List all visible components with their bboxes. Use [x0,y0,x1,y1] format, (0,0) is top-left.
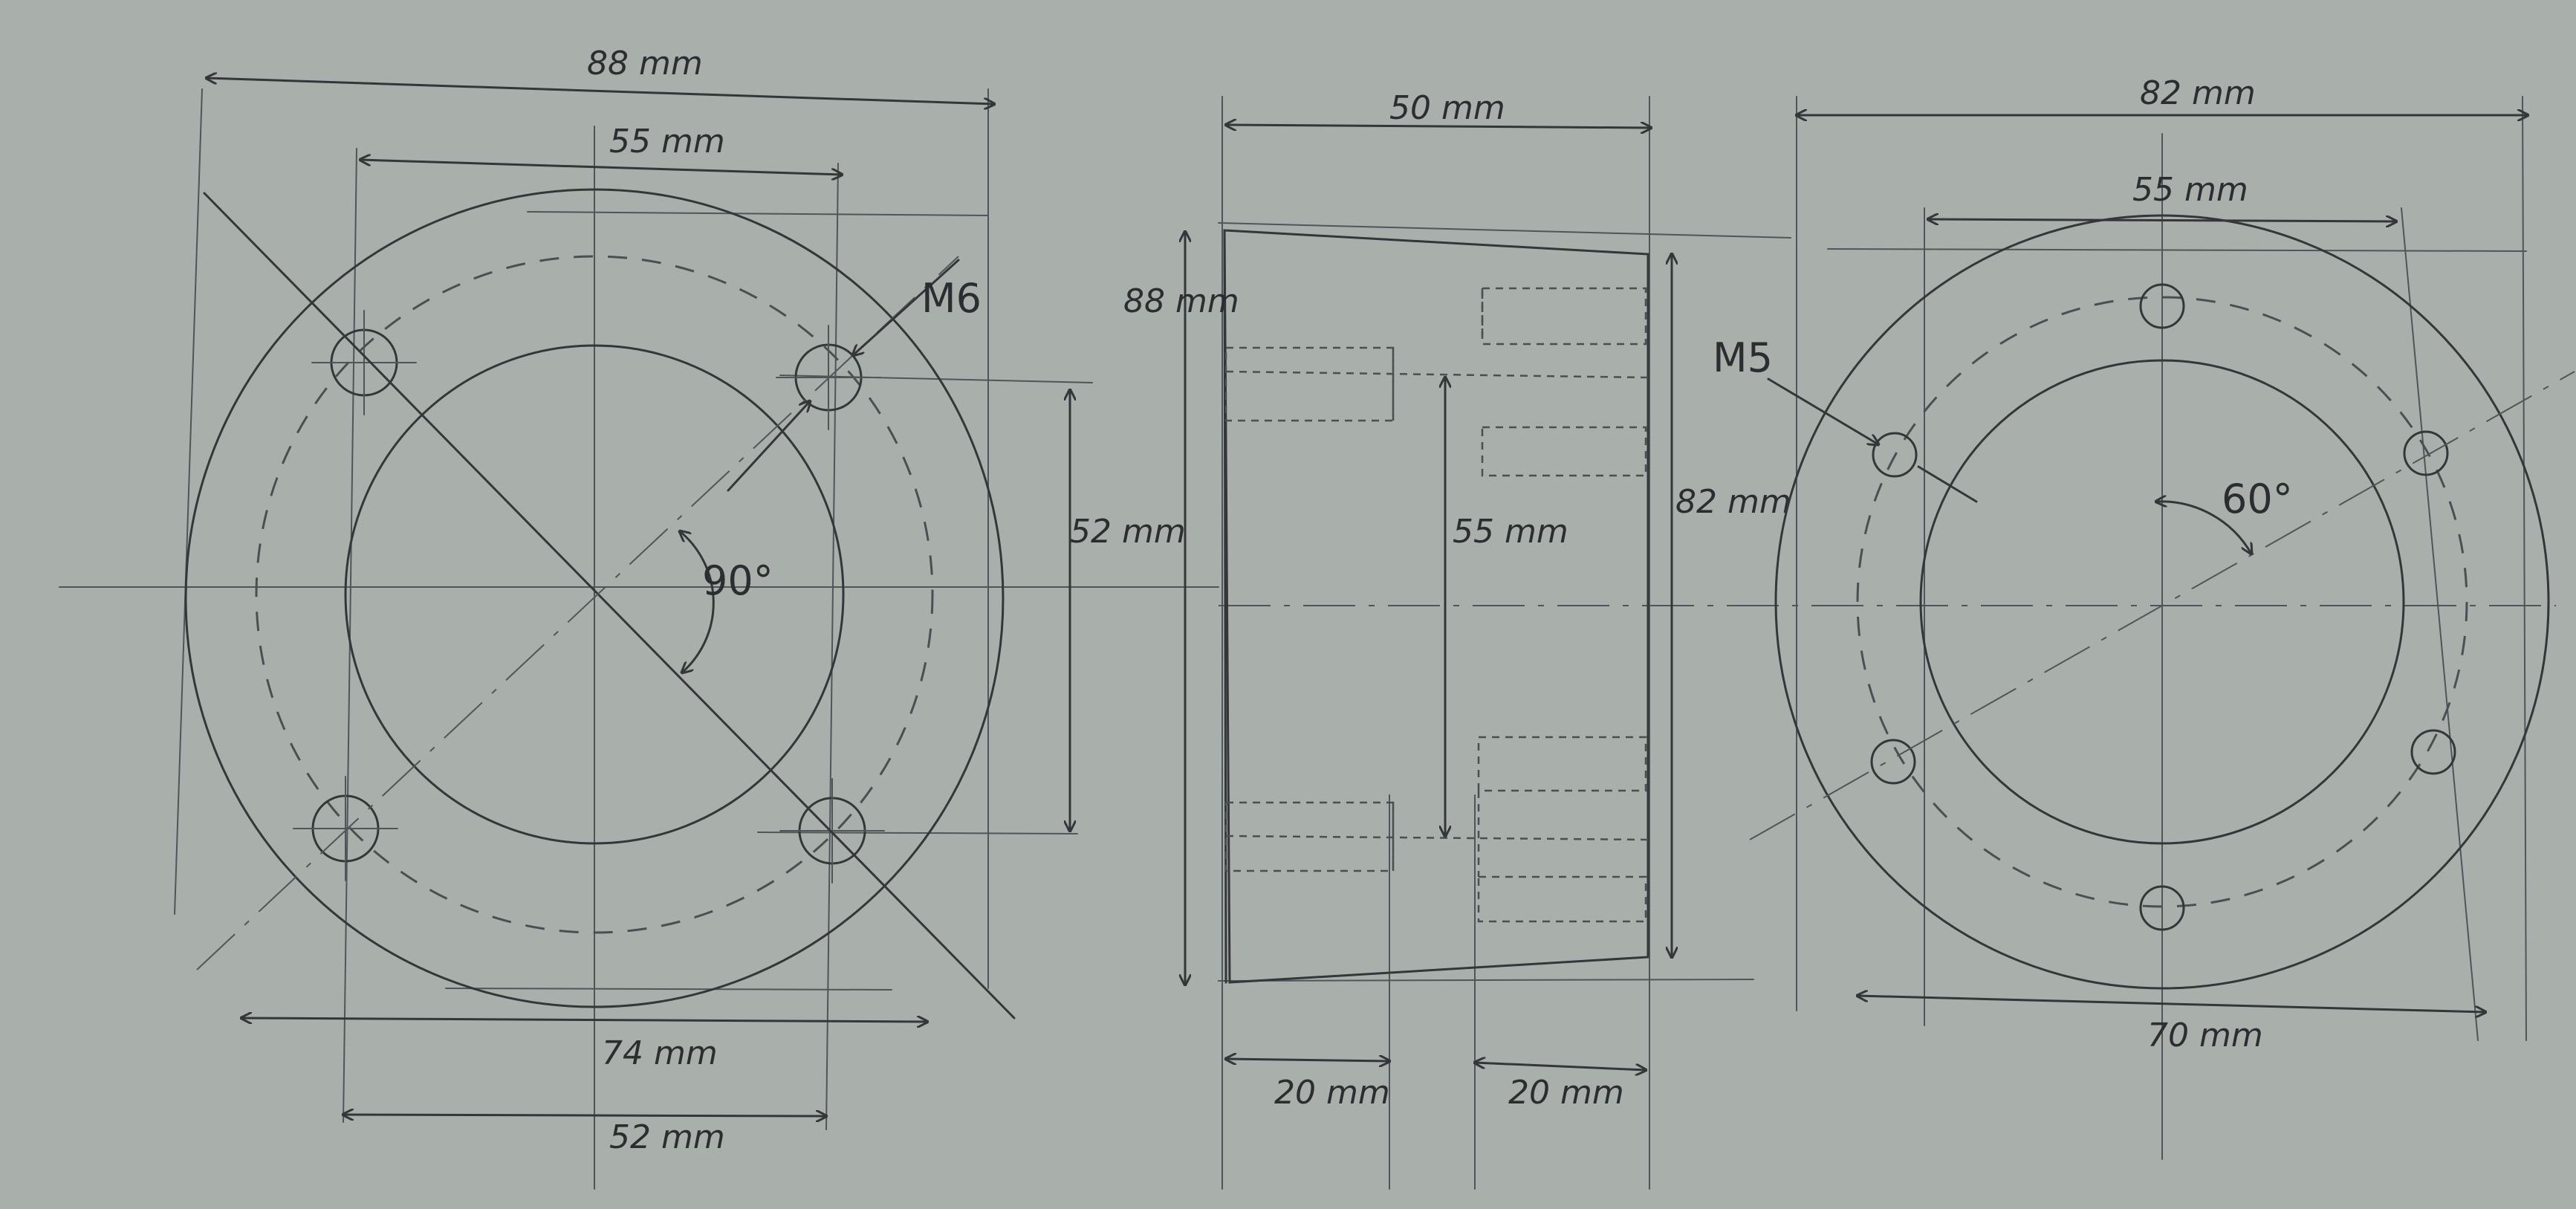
dimension-label: 20 mm [1274,1074,1390,1112]
rear-bolt-hole [2410,729,2456,775]
thread-label: M5 [1713,334,1773,381]
rear-bolt-circle [1856,296,2468,908]
dimension-width [1226,125,1651,128]
dimension-bolt-spacing [1928,219,2396,221]
thread-label: M6 [921,275,982,322]
thread-leader-inner [727,401,810,492]
dimension-label: 50 mm [1389,89,1505,127]
dimension-label: 20 mm [1508,1074,1624,1112]
diagonal-line [203,192,1016,1020]
dimension-label: 82 mm [1675,483,1791,521]
bolt-hole [293,776,398,881]
rear-bolt-hole [1870,739,1916,785]
dimension-label: 55 mm [1453,513,1568,551]
top-tangent-line [527,211,989,216]
rear-bolt-hole [1872,432,1918,478]
dimension-label: 55 mm [609,123,725,161]
bolt-projection-line [779,375,1093,383]
angle-arc-90 [680,531,715,672]
hidden-bore [1224,801,1649,872]
angle-label: 90° [702,557,773,604]
hidden-bore [1224,346,1649,422]
dimension-label: 70 mm [2147,1017,2263,1054]
dimension-bottom-spacing [343,1115,826,1116]
dimension-label: 52 mm [1070,513,1186,551]
outer-flange-circle [184,188,1005,1008]
bolt-hole [779,778,885,884]
dimension-bottom-width [241,1018,927,1022]
bottom-tangent-line [445,988,892,991]
thread-leader [853,259,960,355]
dimension-left-depth [1226,1059,1389,1061]
dimension-bottom-width [1858,996,2485,1012]
rear-angle-line [1749,371,2575,840]
dimension-label: 82 mm [2140,74,2256,112]
hidden-bore [1477,736,1647,923]
bolt-projection-line-lower [757,832,1078,834]
dimension-overall-width [207,78,994,104]
rear-bolt-hole [2139,885,2185,931]
hidden-bore [1481,287,1647,477]
rear-extension-right [2522,96,2527,1041]
thread-leader [1767,377,1878,444]
dimension-label: 88 mm [1123,282,1239,320]
dimension-label: 88 mm [587,45,703,82]
angle-label: 60° [2222,476,2293,522]
diagonal-center-line [196,256,959,970]
thread-leader-tail [1917,465,1978,503]
top-projection-line [1218,222,1791,239]
rear-top-tangent [1827,248,2527,252]
rear-bolt-hole [2139,283,2185,329]
bolt-hole [311,310,417,415]
rear-inner-circle [1919,359,2405,845]
extension-line-left [174,88,203,915]
rear-bolt-extension-right [2401,207,2479,1041]
dimension-bolt-spacing [360,160,842,175]
rear-bolt-hole [2403,430,2449,476]
rear-view: 60° M5 82 mm 55 mm 70 mm [1713,74,2575,1160]
dimension-label: 52 mm [609,1118,725,1156]
bolt-extension-right [825,163,839,1130]
bottom-projection-line [1218,979,1754,982]
dimension-right-depth [1475,1063,1646,1070]
bolt-circle [255,255,934,934]
dimension-label: 55 mm [2132,171,2248,209]
front-view: 90° M6 88 mm 55 mm 52 mm 74 mm 52 mm [59,45,1219,1190]
angle-arc-60 [2156,502,2251,554]
side-body-outline [1223,229,1649,984]
inner-bore-circle [344,344,845,845]
side-view: 50 mm 88 mm 55 mm 82 mm 20 mm 20 mm [1123,89,2556,1190]
dimension-label: 74 mm [602,1034,718,1072]
